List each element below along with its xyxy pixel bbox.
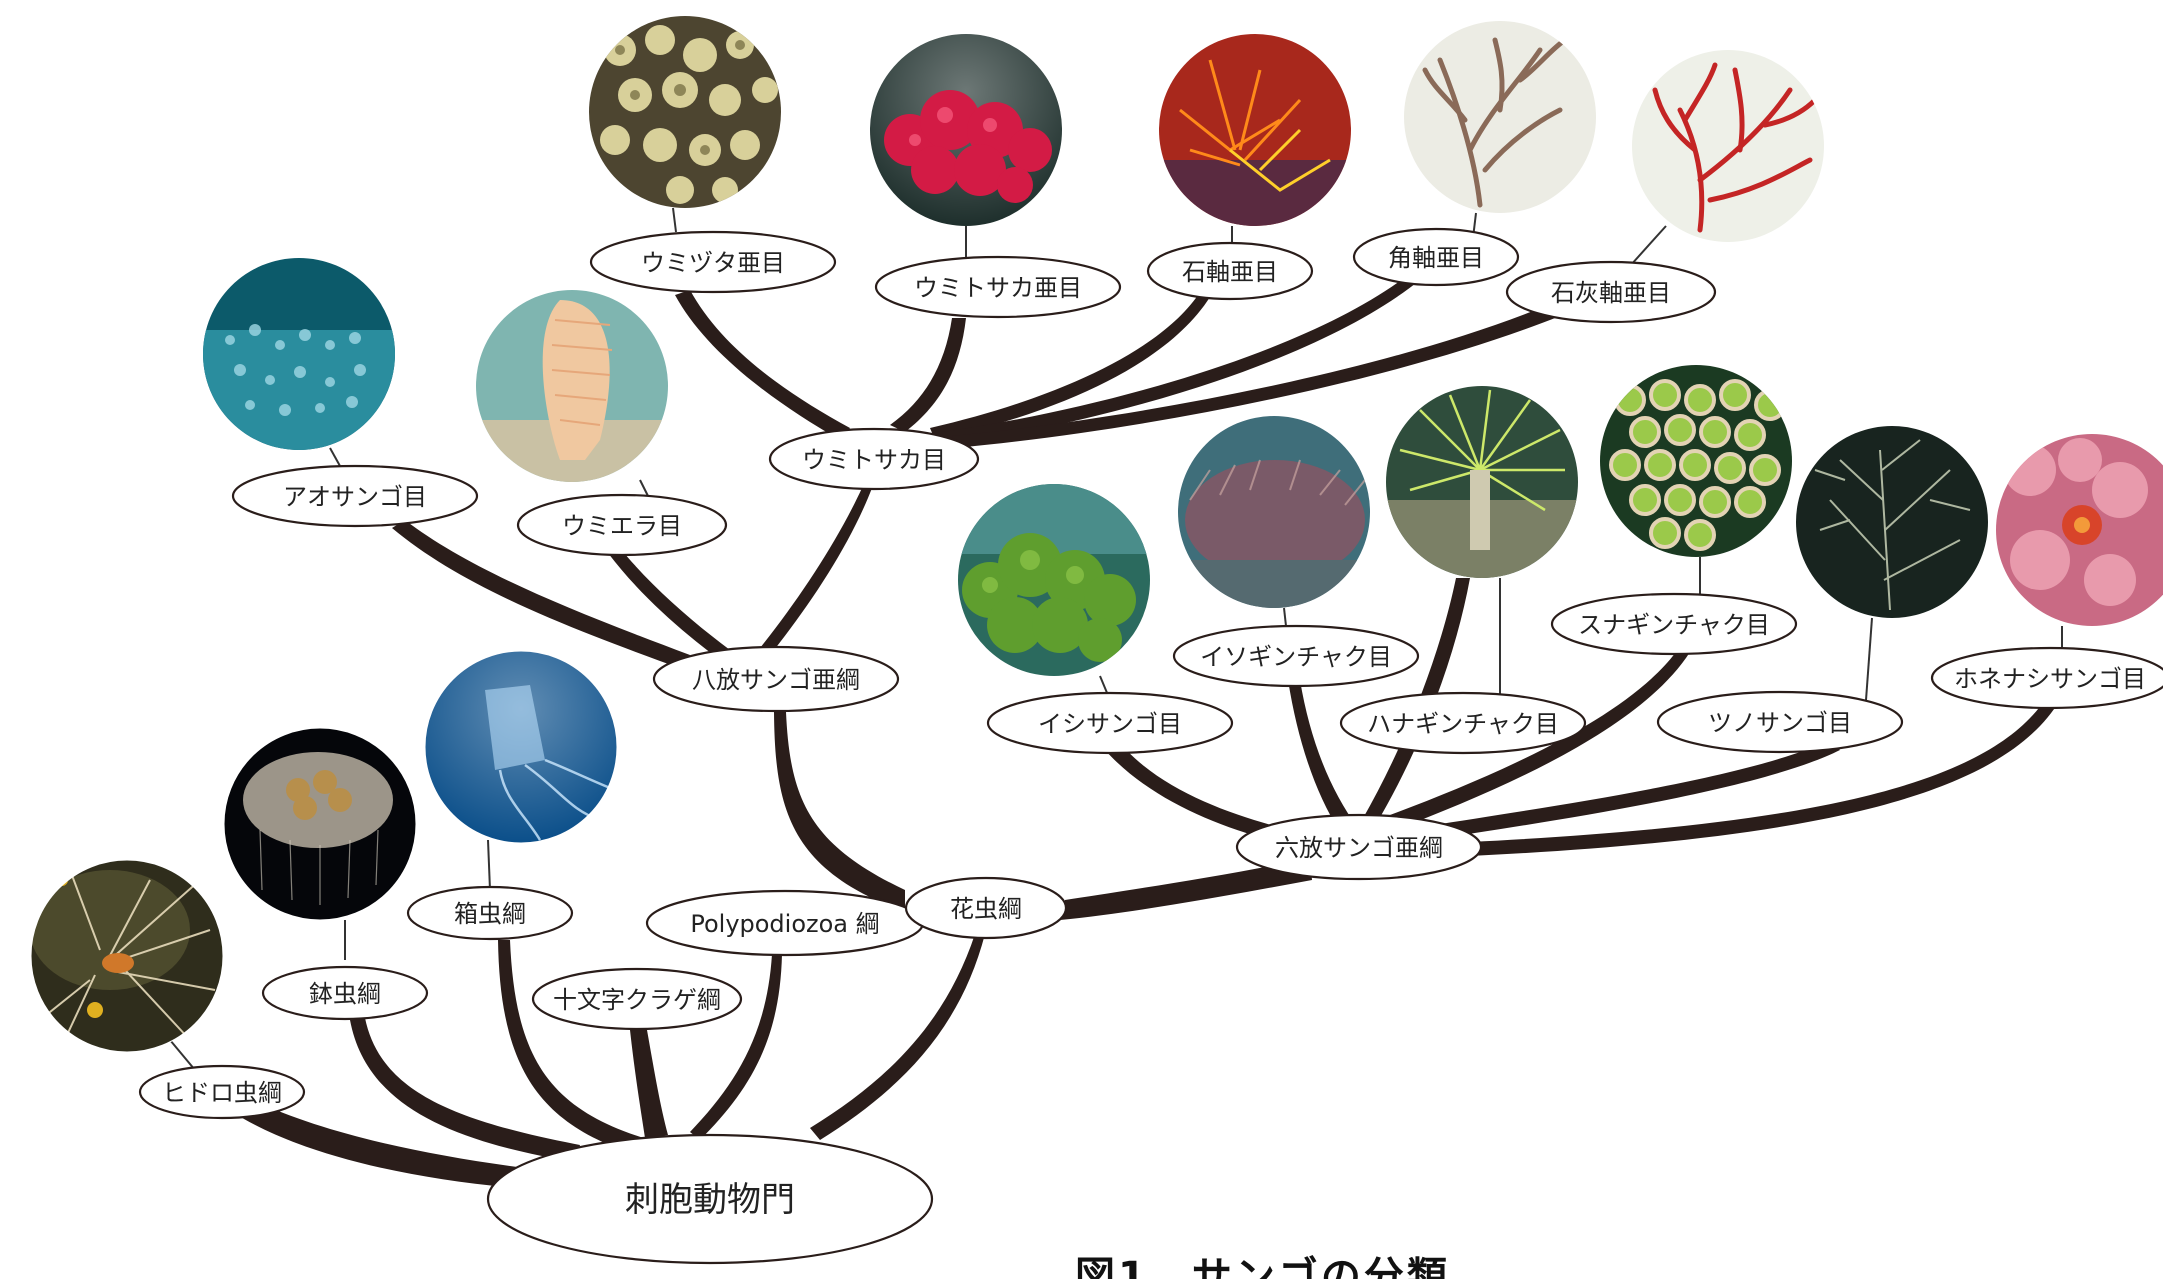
node-calcaxonia-label: 石灰軸亜目	[1551, 279, 1671, 307]
node-stolonifera: ウミヅタ亜目	[591, 232, 835, 292]
node-zoantharia: スナギンチャク目	[1552, 594, 1796, 654]
branch-alcyonacea	[760, 488, 872, 655]
photo-zoantharia	[1600, 365, 1792, 557]
photo-holaxonia	[1404, 21, 1596, 213]
photo-cubozoa	[425, 651, 617, 843]
node-hydrozoa-label: ヒドロ虫綱	[162, 1079, 282, 1107]
branch-staurozoa	[630, 1030, 668, 1138]
photo-scleractinia	[958, 484, 1150, 676]
node-hydrozoa: ヒドロ虫綱	[140, 1066, 304, 1118]
node-anthozoa-label: 花虫綱	[950, 895, 1022, 923]
branch-actiniaria	[1288, 680, 1358, 832]
node-scyphozoa-label: 鉢虫綱	[309, 980, 381, 1008]
node-cubozoa-label: 箱虫綱	[454, 900, 526, 928]
node-holaxonia-label: 角軸亜目	[1388, 244, 1484, 272]
node-cnidaria: 刺胞動物門	[488, 1135, 932, 1263]
node-ceriantharia-label: ハナギンチャク目	[1367, 710, 1559, 738]
photo-actiniaria	[1178, 416, 1370, 608]
node-octocorallia: 八放サンゴ亜綱	[654, 647, 898, 711]
node-scleractinia-label: イシサンゴ目	[1038, 710, 1182, 738]
node-octocorallia-label: 八放サンゴ亜綱	[692, 666, 860, 694]
node-staurozoa-label: 十文字クラゲ綱	[553, 986, 721, 1014]
photo-alcyoniina	[870, 34, 1062, 226]
node-calcaxonia: 石灰軸亜目	[1507, 262, 1715, 322]
photo-scyphozoa	[224, 728, 416, 920]
node-polypodiozoa-label: Polypodiozoa 綱	[690, 910, 879, 938]
node-hexacorallia-label: 六放サンゴ亜綱	[1275, 834, 1443, 862]
photo-scleraxonia	[1159, 34, 1351, 226]
node-alcyoniina: ウミトサカ亜目	[876, 257, 1120, 317]
node-stolonifera-label: ウミヅタ亜目	[641, 249, 785, 277]
node-staurozoa: 十文字クラゲ綱	[533, 969, 741, 1029]
photo-calcaxonia	[1632, 50, 1824, 242]
node-pennatulacea: ウミエラ目	[518, 495, 726, 555]
node-polypodiozoa: Polypodiozoa 綱	[647, 891, 923, 955]
branch-alcyoniina	[890, 318, 966, 432]
node-alcyonacea: ウミトサカ目	[770, 429, 978, 489]
node-antipatharia-label: ツノサンゴ目	[1708, 709, 1852, 737]
node-actiniaria-label: イソギンチャク目	[1200, 643, 1392, 671]
node-anthozoa: 花虫綱	[906, 878, 1066, 938]
node-helioporacea: アオサンゴ目	[233, 466, 477, 526]
node-scleraxonia-label: 石軸亜目	[1182, 258, 1278, 286]
node-scleractinia: イシサンゴ目	[988, 693, 1232, 753]
branch-anthozoa	[810, 934, 985, 1140]
node-scyphozoa: 鉢虫綱	[263, 967, 427, 1019]
photo-ceriantharia	[1386, 386, 1578, 578]
node-corallimorpharia: ホネナシサンゴ目	[1932, 648, 2163, 708]
branch-octocorallia	[774, 712, 905, 912]
photo-helioporacea	[203, 258, 395, 450]
photo-pennatulacea	[476, 290, 668, 482]
node-actiniaria: イソギンチャク目	[1174, 626, 1418, 686]
node-zoantharia-label: スナギンチャク目	[1578, 611, 1770, 639]
photo-corallimorpharia	[1996, 434, 2163, 626]
photo-stolonifera	[589, 16, 781, 208]
node-cnidaria-label: 刺胞動物門	[625, 1180, 795, 1220]
node-pennatulacea-label: ウミエラ目	[562, 512, 682, 540]
node-corallimorpharia-label: ホネナシサンゴ目	[1954, 665, 2146, 693]
node-ceriantharia: ハナギンチャク目	[1341, 693, 1585, 753]
node-antipatharia: ツノサンゴ目	[1658, 692, 1902, 752]
branch-stolonifera	[675, 290, 850, 440]
node-helioporacea-label: アオサンゴ目	[283, 483, 427, 511]
node-hexacorallia: 六放サンゴ亜綱	[1237, 815, 1481, 879]
node-alcyoniina-label: ウミトサカ亜目	[914, 274, 1082, 302]
node-scleraxonia: 石軸亜目	[1148, 243, 1312, 299]
figure-caption: 図1 サンゴの分類	[1075, 1254, 1450, 1279]
node-holaxonia: 角軸亜目	[1354, 229, 1518, 285]
node-cubozoa: 箱虫綱	[408, 887, 572, 939]
photo-antipatharia	[1796, 426, 1988, 618]
node-alcyonacea-label: ウミトサカ目	[802, 446, 946, 474]
